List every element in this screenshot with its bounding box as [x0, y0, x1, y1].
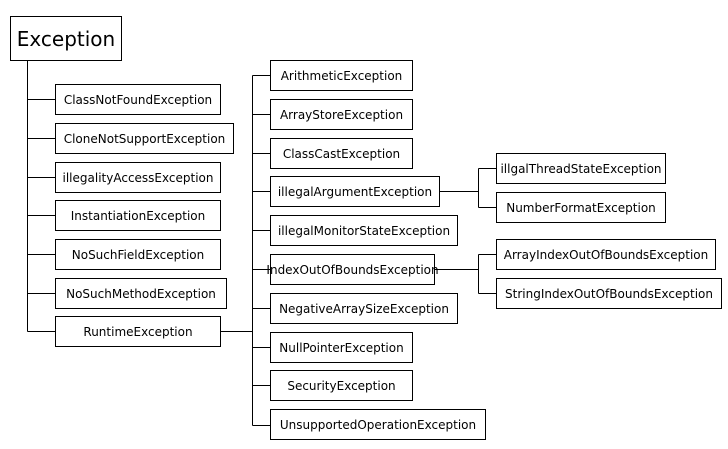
nosuchfield-exception-box: NoSuchFieldException [55, 239, 221, 270]
nullpointer-exception-box: NullPointerException [270, 332, 413, 363]
unsupportedoperation-exception-box: UnsupportedOperationException [270, 409, 486, 440]
negativearraysize-exception-box: NegativeArraySizeException [270, 293, 458, 324]
runtime-exception-box: RuntimeException [55, 316, 221, 347]
illgalthreadstate-exception-box: illgalThreadStateException [496, 153, 666, 184]
stringindexoutofbounds-exception-box: StringIndexOutOfBoundsException [496, 278, 722, 309]
exception-root-box: Exception [10, 16, 122, 61]
arraystore-exception-box: ArrayStoreException [270, 99, 413, 130]
arithmetic-exception-box: ArithmeticException [270, 60, 413, 91]
numberformat-exception-box: NumberFormatException [496, 192, 666, 223]
instantiation-exception-box: InstantiationException [55, 200, 221, 231]
illegalmonitorstate-exception-box: illegalMonitorStateException [270, 215, 458, 246]
clonenotsupport-exception-box: CloneNotSupportException [55, 123, 234, 154]
arrayindexoutofbounds-exception-box: ArrayIndexOutOfBoundsException [496, 239, 716, 270]
illegalargument-exception-box: illegalArgumentException [270, 176, 440, 207]
nosuchmethod-exception-box: NoSuchMethodException [55, 278, 227, 309]
classnotfound-exception-box: ClassNotFoundException [55, 84, 221, 115]
illegalityaccess-exception-box: illegalityAccessException [55, 162, 221, 193]
indexoutofbounds-exception-box: IndexOutOfBoundsException [266, 254, 439, 285]
security-exception-box: SecurityException [270, 370, 413, 401]
classcast-exception-box: ClassCastException [270, 138, 413, 169]
